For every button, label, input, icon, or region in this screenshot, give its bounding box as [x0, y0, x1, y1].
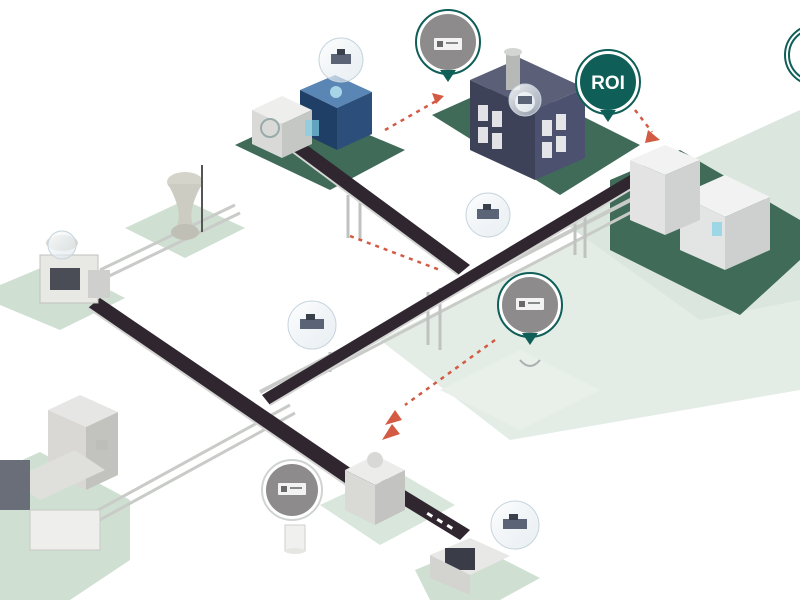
arrow-heads — [382, 93, 660, 440]
rail-bottom-left-2 — [84, 411, 296, 530]
sensor-bubbles — [47, 37, 542, 550]
left-robot-machine — [39, 235, 110, 304]
bottom-center-machine — [345, 452, 405, 525]
conveyor-left-to-bottom — [88, 298, 380, 500]
small-tank — [284, 524, 306, 554]
bottom-left-machine — [0, 395, 118, 551]
rail-left-upper — [99, 203, 236, 272]
flow-arrow-roi — [634, 109, 653, 133]
rail-bottom-left — [79, 403, 291, 522]
flow-arrow-to-bottom — [404, 338, 496, 407]
bubble-conveyor-upper[interactable] — [465, 192, 511, 238]
bubble-left[interactable] — [47, 230, 77, 260]
conveyor-main — [262, 175, 638, 405]
pin-mid-control-panel[interactable] — [497, 272, 563, 367]
blue-processing-machine — [252, 75, 372, 158]
conveyor-upper-diagonal — [290, 140, 470, 275]
enclosure-machine — [630, 145, 770, 270]
bottom-right-machine — [430, 538, 510, 595]
conveyors — [87, 140, 639, 540]
bubble-blue-machine[interactable] — [318, 37, 364, 83]
hourglass-tank — [167, 165, 203, 240]
bubble-conveyor-mid[interactable] — [287, 300, 337, 350]
flow-arrows — [349, 98, 653, 407]
flow-arrow-blue-to-tank — [384, 98, 439, 132]
bubble-tank[interactable] — [508, 83, 542, 117]
pin-bottom-control-panel[interactable] — [261, 459, 323, 521]
flow-arrow-mid — [349, 234, 441, 272]
pin-roi[interactable]: ROI — [575, 49, 641, 122]
pin-edge-partial[interactable] — [784, 25, 800, 85]
pin-top-control-panel[interactable] — [415, 9, 481, 82]
pad-small-right — [440, 350, 600, 430]
roi-label: ROI — [591, 73, 625, 94]
rail-left-lower — [104, 211, 241, 280]
bubble-bottom-right[interactable] — [490, 500, 540, 550]
